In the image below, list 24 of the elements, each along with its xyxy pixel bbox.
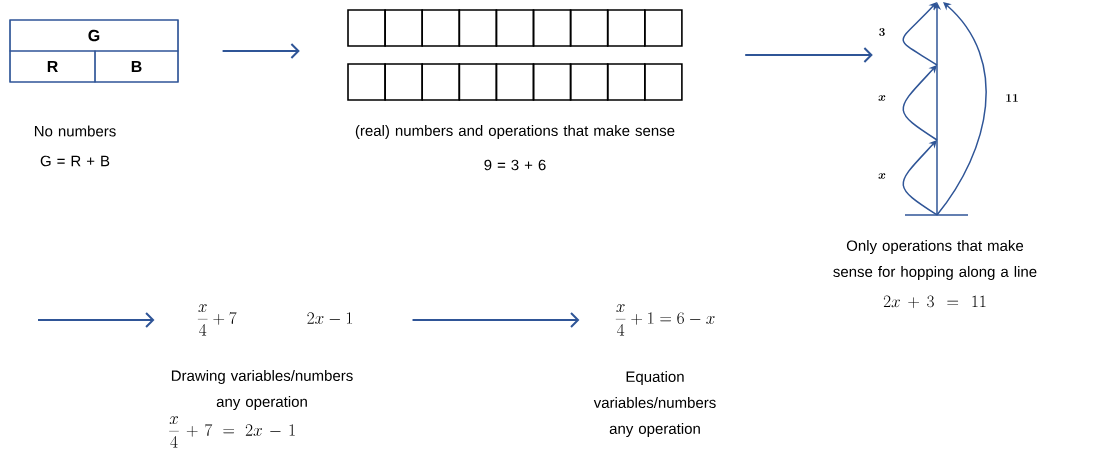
arrow [221,43,300,59]
arrow [37,312,155,328]
caption-text: 9 = 3 + 6 [484,159,546,171]
bar-model-cell: B [94,50,179,83]
bar-model-cell: R [9,50,96,83]
arrow [411,312,580,328]
number-line-drawing [902,2,987,216]
bar-model-cell: G [9,19,179,52]
hop-label: $x$ [878,95,886,101]
caption-text: G = R + B [40,155,110,167]
expression-text: $\frac{x}{4}+7$ $2x-1$ [197,304,353,336]
caption-text: Drawing variables/numbers any operation [171,370,353,410]
caption-text: No numbers [34,125,116,137]
caption-text: Only operations that make sense for hopping along a line [833,240,1037,280]
caption-text: Equation variables/numbers any operation [593,371,716,437]
expression-text: $\frac{x}{4}+1=6-x$ [615,304,715,336]
arrow [744,47,873,63]
hop-label: $x$ [878,173,886,179]
equation-text: $2x+3=11$ [883,295,986,309]
hop-label: $11$ [1006,94,1018,102]
cubes-drawing [347,9,683,101]
equation-text: $\frac{x}{4}+7=2x-1$ [169,416,295,448]
caption-text: (real) numbers and operations that make sense [355,125,675,139]
hop-label: $3$ [879,28,885,36]
